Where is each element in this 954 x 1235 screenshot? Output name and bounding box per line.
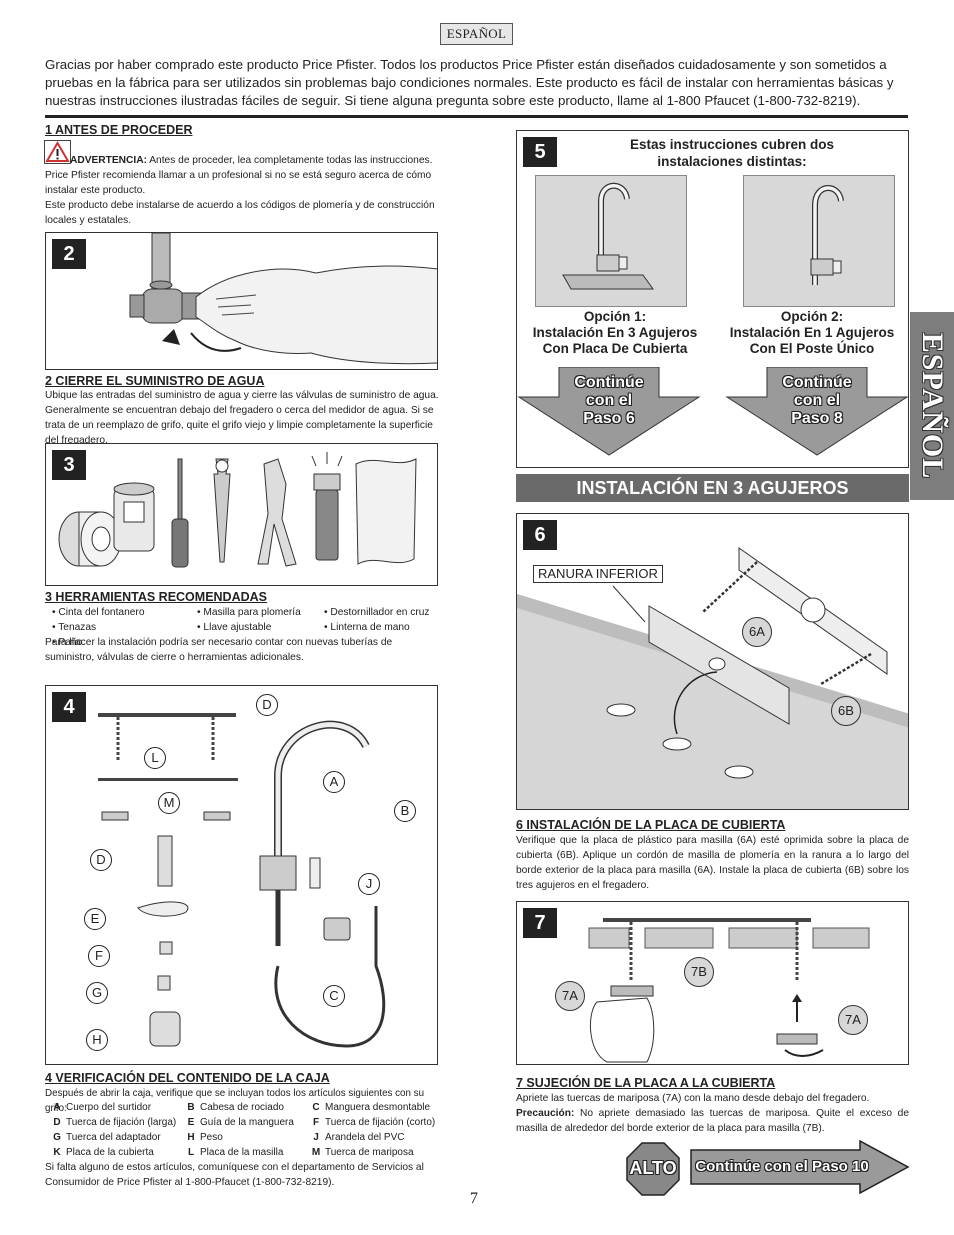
label-7a-right: 7A: [838, 1005, 868, 1035]
intro-paragraph: Gracias por haber comprado este producto…: [45, 57, 894, 108]
tool-item: • Destornillador en cruz: [324, 607, 430, 618]
part-label: F: [88, 945, 110, 967]
stop-label: ALTO: [629, 1158, 677, 1178]
part-label: B: [394, 800, 416, 822]
label-6a: 6A: [742, 617, 772, 647]
part-label: G: [86, 982, 108, 1004]
step2-heading: 2 CIERRE EL SUMINISTRO DE AGUA: [45, 374, 265, 388]
parts-illustration: [98, 713, 386, 1048]
section-banner: INSTALACIÓN EN 3 AGUJEROS: [516, 474, 909, 502]
tools-illustration: [58, 452, 417, 568]
step6-heading: 6 INSTALACIÓN DE LA PLACA DE CUBIERTA: [516, 818, 786, 832]
step4-panel: 4 D L M D E F G H A B J C: [45, 685, 438, 1065]
cover-plate-illustration: [517, 547, 908, 809]
wing-nut-illustration: [588, 918, 870, 1063]
continue-arrows: [517, 367, 908, 456]
step1-heading: 1 ANTES DE PROCEDER: [45, 123, 193, 137]
caution-label: Precaución:: [516, 1108, 575, 1119]
step7-number: 7: [523, 908, 557, 938]
side-tab-label: ESPAÑOL: [916, 332, 949, 480]
language-tag: ESPAÑOL: [440, 23, 513, 45]
warning-text: Antes de proceder, lea completamente tod…: [45, 155, 433, 196]
step5-number: 5: [523, 137, 557, 167]
part-label: L: [144, 747, 166, 769]
step3-panel: 3: [45, 443, 438, 586]
step2-text: Ubique las entradas del suministro de ag…: [45, 390, 439, 446]
step1-body: ADVERTENCIA: Antes de proceder, lea comp…: [45, 153, 440, 228]
step4-intro: Después de abrir la caja, verifique que …: [45, 1088, 425, 1114]
step7-body: Apriete las tuercas de mariposa (7A) con…: [516, 1091, 909, 1136]
step3-text: Para hacer la instalación podría ser nec…: [45, 637, 393, 663]
label-6b: 6B: [831, 696, 861, 726]
part-label: M: [158, 792, 180, 814]
step4-heading: 4 VERIFICACIÓN DEL CONTENIDO DE LA CAJA: [45, 1071, 330, 1085]
warning-label: ADVERTENCIA:: [70, 155, 147, 166]
step5-title: Estas instrucciones cubren dos instalaci…: [629, 137, 835, 169]
part-label: D: [90, 849, 112, 871]
page-number: 7: [470, 1190, 478, 1207]
label-7a-left: 7A: [555, 981, 585, 1011]
part-label: H: [86, 1029, 108, 1051]
shutoff-valve-illustration: [129, 233, 437, 365]
step1-note: Este producto debe instalarse de acuerdo…: [45, 200, 435, 226]
option2-faucet-image: [743, 175, 895, 307]
tool-item: • Llave ajustable: [197, 622, 272, 633]
step6-panel: 6 RANURA INFERIOR 6A 6B: [516, 513, 909, 810]
step4-footer: Si falta alguno de estos artículos, comu…: [45, 1162, 424, 1188]
step3-heading: 3 HERRAMIENTAS RECOMENDADAS: [45, 590, 268, 604]
step7-heading: 7 SUJECIÓN DE LA PLACA A LA CUBIERTA: [516, 1076, 776, 1090]
tool-item: • Paño: [52, 637, 83, 648]
step7-panel: 7 7A 7B 7A: [516, 901, 909, 1065]
step2-panel: 2: [45, 232, 438, 370]
continue-step10-arrow-shape: [690, 1140, 910, 1194]
step6-number: 6: [523, 520, 557, 550]
step3-number: 3: [52, 450, 86, 480]
step5-panel: 5 Estas instrucciones cubren dos instala…: [516, 130, 909, 468]
tools-list: • Cinta del fontanero • Masilla para plo…: [52, 605, 440, 650]
header-rule: [45, 115, 908, 118]
caution-text: No apriete demasiado las tuercas de mari…: [516, 1108, 909, 1134]
stop-sign-icon: [626, 1142, 680, 1196]
part-label: E: [84, 908, 106, 930]
tool-item: • Tenazas: [52, 622, 97, 633]
part-label: D: [256, 694, 278, 716]
part-label: J: [358, 873, 380, 895]
bottom-groove-callout: RANURA INFERIOR: [533, 565, 663, 583]
warning-icon: [44, 140, 71, 164]
step2-number: 2: [52, 239, 86, 269]
tool-item: • Cinta del fontanero: [52, 607, 145, 618]
label-7b: 7B: [684, 957, 714, 987]
part-label: C: [323, 985, 345, 1007]
step7-text: Apriete las tuercas de mariposa (7A) con…: [516, 1093, 870, 1104]
continue-step10-label: Continúe con el Paso 10: [695, 1158, 869, 1175]
option1-faucet-image: [535, 175, 687, 307]
tool-item: • Linterna de mano: [324, 622, 410, 633]
language-side-tab: ESPAÑOL: [910, 312, 954, 500]
step6-text: Verifique que la placa de plástico para …: [516, 835, 909, 891]
step4-number: 4: [52, 692, 86, 722]
tool-item: • Masilla para plomería: [197, 607, 301, 618]
part-label: A: [323, 771, 345, 793]
